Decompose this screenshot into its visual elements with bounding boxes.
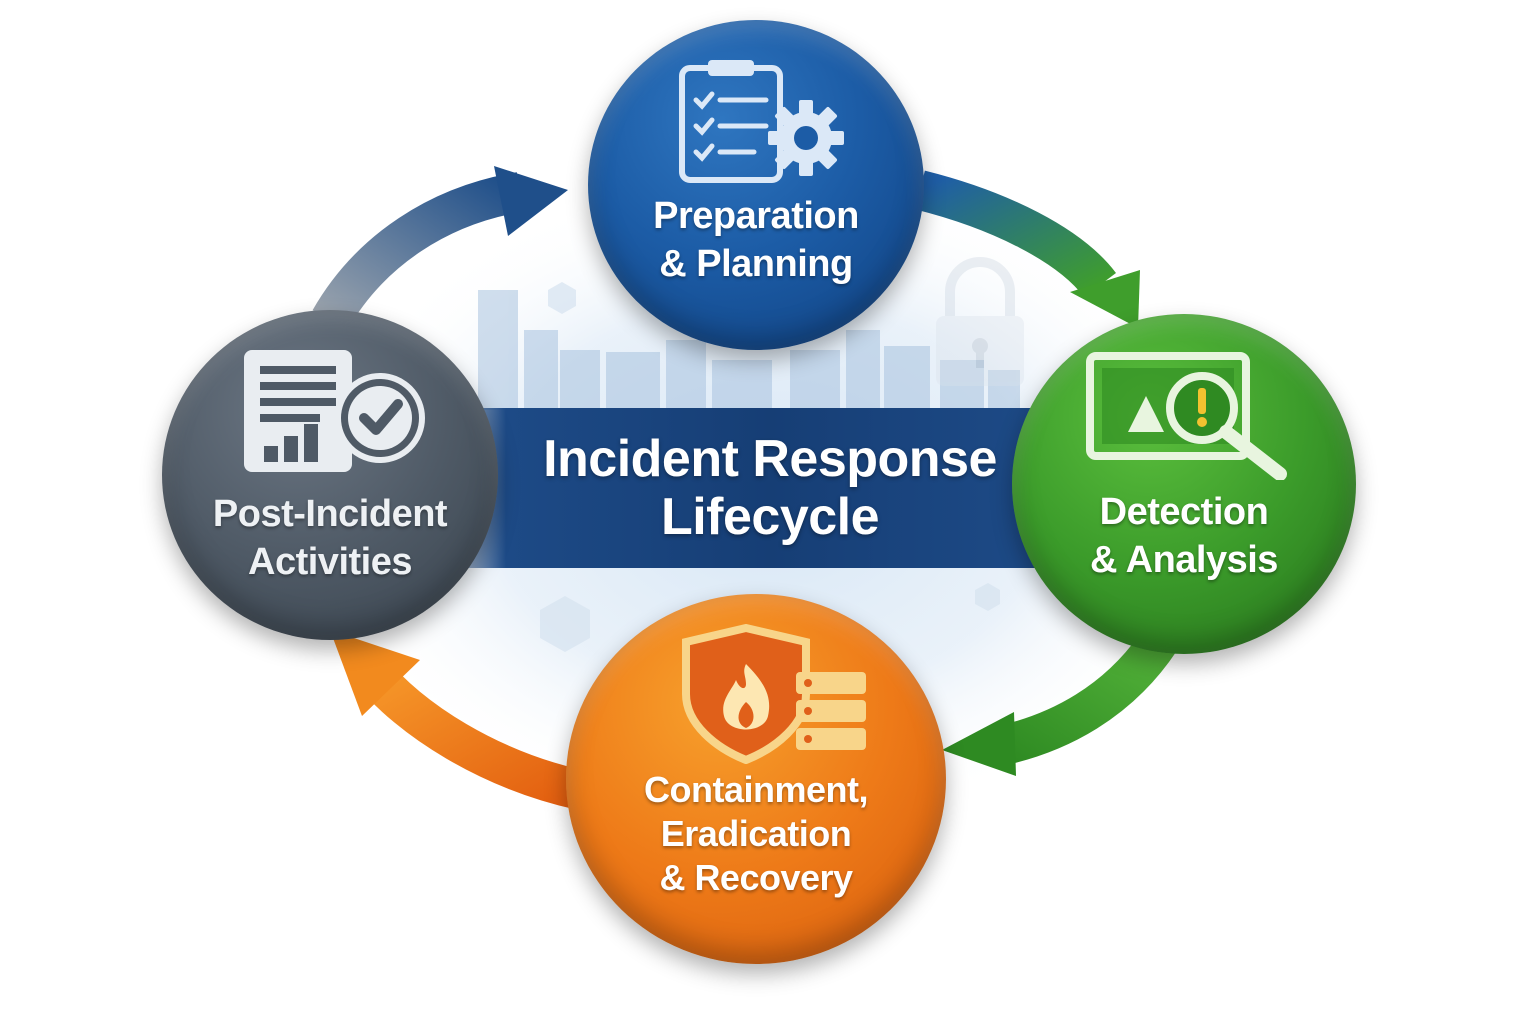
title-line-2: Lifecycle — [660, 488, 880, 546]
shield-fire-server-icon — [682, 624, 866, 764]
hexagon-decorations — [540, 282, 1000, 652]
clipboard-gear-icon — [679, 60, 844, 183]
phase-post-incident: Post-Incident Activities — [162, 310, 498, 640]
arrow-preparation-to-detection — [915, 170, 1140, 328]
phase-detection-label: Detection & Analysis — [1090, 491, 1278, 581]
phase-post-incident-label: Post-Incident Activities — [212, 493, 448, 583]
title-line-1: Incident Response — [543, 430, 997, 488]
phase-containment: Containment, Eradication & Recovery — [566, 594, 946, 964]
padlock-icon — [936, 257, 1024, 386]
phase-containment-label: Containment, Eradication & Recovery — [644, 769, 869, 898]
city-skyline — [478, 290, 1020, 410]
arrow-post-to-preparation — [312, 166, 568, 331]
arrow-containment-to-post — [330, 630, 585, 810]
arrow-detection-to-containment — [942, 628, 1177, 776]
diagram-title: Incident Response Lifecycle — [543, 430, 997, 546]
phase-preparation: Preparation & Planning — [588, 20, 924, 350]
phase-preparation-label: Preparation & Planning — [653, 195, 859, 285]
phase-detection: Detection & Analysis — [1012, 314, 1356, 654]
title-banner: Incident Response Lifecycle — [440, 408, 1100, 568]
monitor-magnifier-alert-icon — [1086, 352, 1287, 480]
report-checkmark-icon — [244, 350, 425, 472]
